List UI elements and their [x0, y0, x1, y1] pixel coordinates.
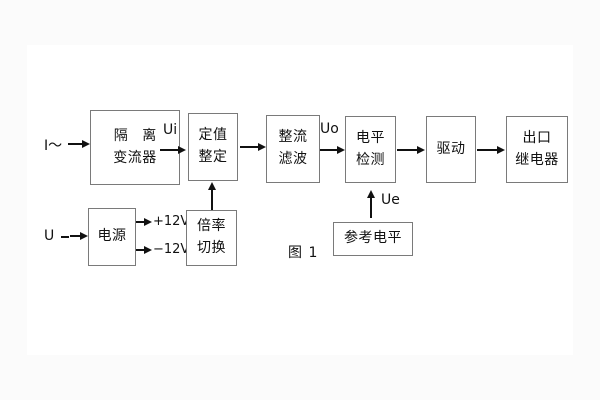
rail-negative-label: −12V: [153, 242, 190, 257]
rail-positive-label: +12V: [153, 214, 190, 229]
block-setpoint-adjust-line1: 定值: [198, 127, 228, 144]
block-level-detector: 电平 检测: [345, 116, 396, 183]
ue-signal-label: Ue: [381, 192, 400, 208]
block-multiplier-switch-line2: 切换: [197, 240, 226, 256]
block-output-relay: 出口 继电器: [506, 116, 568, 183]
block-rectifier-filter: 整流 滤波: [266, 115, 320, 183]
arrow-level-to-driver: [397, 144, 425, 156]
block-level-detector-line1: 电平: [356, 129, 385, 146]
block-setpoint-adjust: 定值 整定: [188, 113, 238, 181]
arrow-rail-positive: [136, 217, 152, 227]
block-rectifier-filter-line1: 整流: [278, 129, 308, 146]
current-input-label: I～: [44, 138, 63, 154]
block-reference-level: 参考电平: [333, 222, 413, 256]
arrow-rail-negative: [136, 245, 152, 255]
arrow-multiplier-to-setpoint: [206, 182, 218, 210]
diagram-panel: [27, 45, 573, 355]
arrow-setpoint-to-rectifier: [240, 141, 266, 153]
arrow-voltage-to-power-supply: [70, 230, 88, 242]
block-isolation-transformer-line2: 变流器: [113, 149, 157, 166]
block-multiplier-switch-line1: 倍率: [197, 218, 226, 235]
arrow-reference-to-level-detector: [365, 190, 377, 218]
block-output-relay-line1: 出口: [522, 129, 552, 146]
block-isolation-transformer-line1: 隔 离: [113, 127, 162, 144]
block-isolation-transformer: 隔 离 变流器: [90, 110, 180, 185]
block-reference-level-line1: 参考电平: [344, 230, 402, 247]
arrow-isolation-to-setpoint: [160, 144, 186, 156]
block-setpoint-adjust-line2: 整定: [198, 149, 228, 165]
block-power-supply-line1: 电源: [97, 228, 127, 245]
arrow-driver-to-output-relay: [477, 144, 505, 156]
uo-signal-label: Uo: [320, 121, 339, 137]
arrow-rectifier-to-level: [320, 144, 345, 156]
voltage-input-dash: [61, 236, 69, 238]
block-multiplier-switch: 倍率 切换: [186, 210, 237, 266]
block-level-detector-line2: 检测: [356, 151, 385, 168]
block-output-relay-line2: 继电器: [515, 151, 559, 168]
ui-signal-label: Ui: [163, 122, 178, 138]
arrow-current-to-isolation: [68, 138, 90, 150]
voltage-input-label: U: [44, 228, 55, 244]
block-power-supply: 电源: [88, 208, 136, 266]
block-driver-line1: 驱动: [436, 140, 466, 157]
block-rectifier-filter-line2: 滤波: [278, 151, 308, 167]
block-driver: 驱动: [426, 116, 476, 183]
figure-caption: 图 1: [288, 245, 319, 261]
